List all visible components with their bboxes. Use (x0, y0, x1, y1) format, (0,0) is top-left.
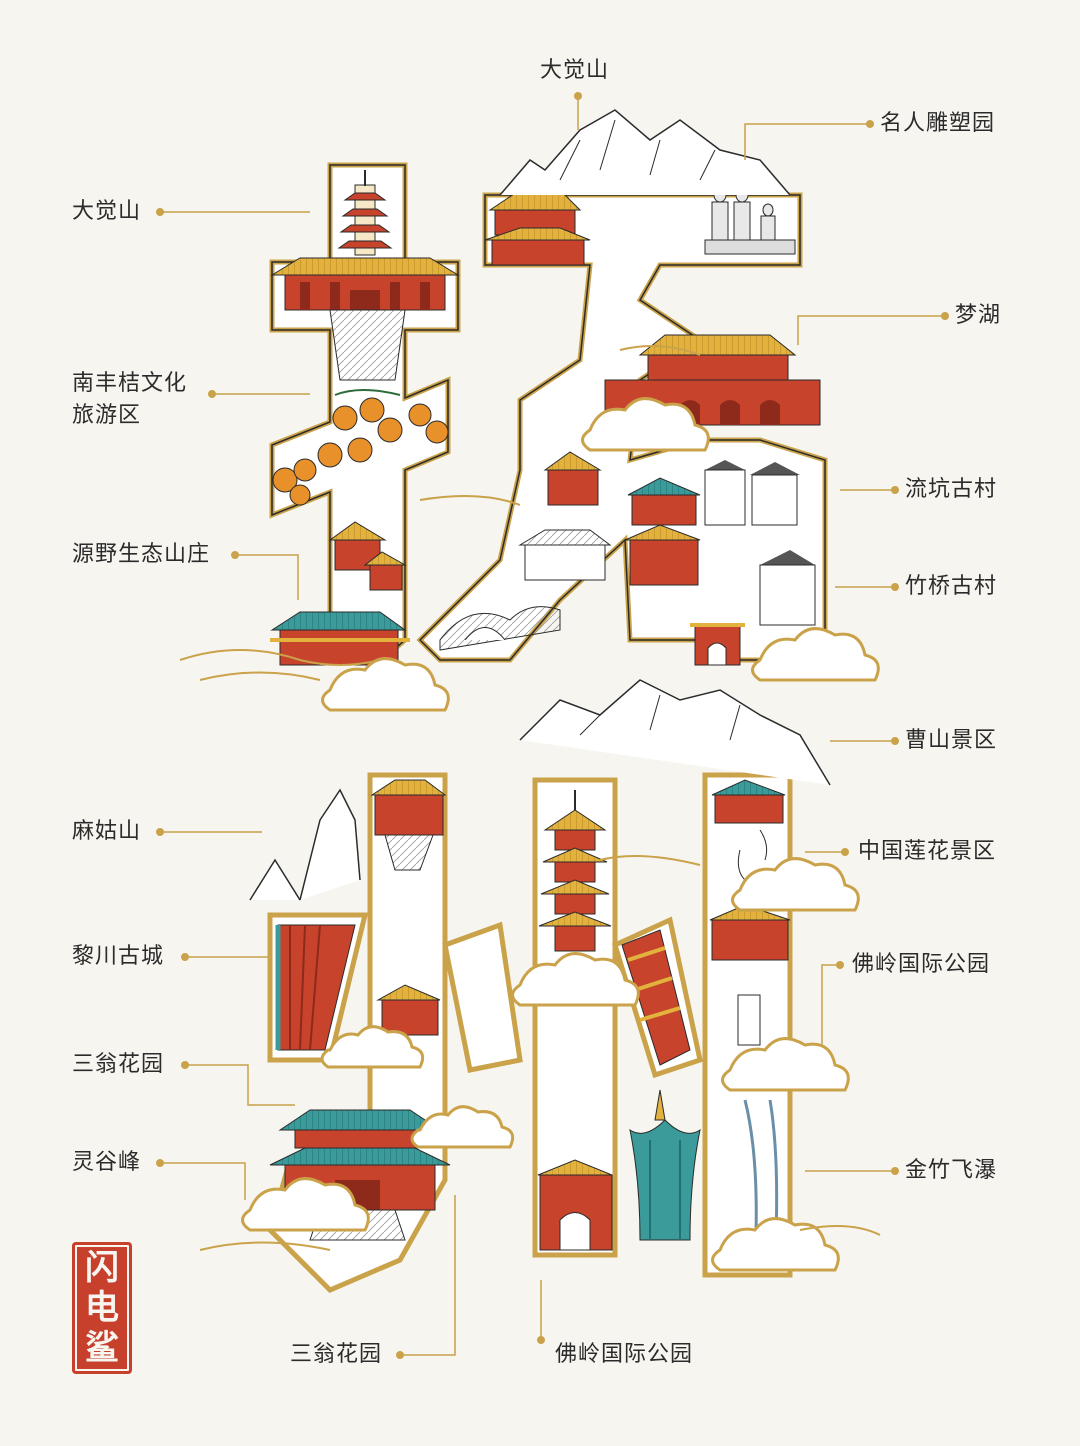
mountains-top (499, 109, 791, 196)
label-jinzhu: 金竹飞瀑 (905, 1158, 998, 1183)
pagoda-drawing (337, 170, 393, 256)
label-famous-sculpture-garden: 名人雕塑园 (880, 111, 996, 136)
label-foling-bottom: 佛岭国际公园 (555, 1342, 694, 1367)
gate-drawing (370, 779, 447, 1036)
label-lianhua: 中国莲花景区 (858, 839, 997, 864)
label-caoshan: 曹山景区 (905, 728, 998, 753)
red-seal-stamp: 闪 电 鲨 (72, 1242, 132, 1374)
temple-drawing (484, 189, 591, 266)
seal-char-1: 闪 (85, 1248, 119, 1288)
label-magu: 麻姑山 (72, 819, 142, 844)
character-fu (269, 109, 828, 666)
label-zhuqiao: 竹桥古村 (905, 574, 998, 599)
label-nanfeng-line1: 南丰桔文化 (72, 371, 188, 396)
cloud-swirls (179, 345, 881, 1251)
leader-lines (156, 92, 949, 1359)
label-dajueshan-left: 大觉山 (72, 199, 142, 224)
fu-left-radical (269, 162, 461, 666)
label-lingu: 灵谷峰 (72, 1150, 142, 1175)
village-drawing (704, 460, 816, 626)
oranges-drawing (272, 389, 449, 506)
label-sanweng-bottom: 三翁花园 (290, 1342, 383, 1367)
arch-gate-drawing (690, 623, 745, 666)
house-drawing (328, 521, 407, 591)
label-sanweng-left: 三翁花园 (72, 1052, 165, 1077)
archway-drawing (537, 1159, 613, 1251)
bridge-drawing (439, 606, 561, 651)
label-yuanye: 源野生态山庄 (72, 542, 211, 567)
seal-char-3: 鲨 (85, 1328, 119, 1368)
tower-drawing (621, 929, 691, 1066)
clouds (241, 397, 880, 1272)
hall-drawing (270, 257, 460, 381)
teal-temple-drawing (624, 477, 701, 586)
label-liukeng: 流坑古村 (905, 477, 998, 502)
statue-drawing (704, 187, 796, 255)
red-wall-drawing (275, 924, 356, 1051)
label-dajueshan-top: 大觉山 (540, 58, 610, 83)
label-nanfeng-line2: 旅游区 (72, 403, 142, 428)
label-menghu: 梦湖 (955, 303, 1002, 328)
lotus-tower-drawing (629, 1089, 701, 1241)
label-lichuan: 黎川古城 (72, 944, 165, 969)
label-foling-right: 佛岭国际公园 (852, 952, 991, 977)
seal-char-2: 电 (85, 1288, 119, 1328)
tall-pagoda-drawing (538, 790, 612, 952)
mountains-middle (249, 679, 831, 901)
pavilion-drawing (518, 451, 612, 581)
